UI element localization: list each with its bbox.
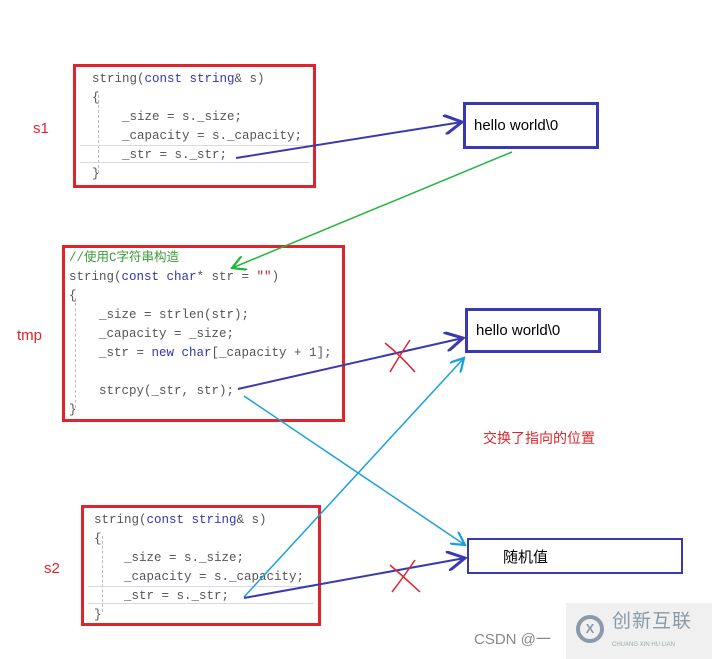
arrow-hello-to-tmp <box>232 151 513 268</box>
cross-mark-2 <box>389 559 421 593</box>
tmp-label: tmp <box>17 327 43 344</box>
s1-code: string(const string& s) { _size = s._siz… <box>92 72 303 181</box>
arrow-tmp-to-hello2 <box>237 338 463 390</box>
logo-icon: X <box>576 615 604 643</box>
cross-mark-1 <box>384 339 416 373</box>
s1-label: s1 <box>33 120 49 137</box>
s2-label: s2 <box>44 560 60 577</box>
s2-code-box: string(const string& s) { _size = s._siz… <box>81 505 321 626</box>
logo-text: 创新互联 <box>612 611 693 632</box>
s1-code-box: string(const string& s) { _size = s._siz… <box>73 64 316 188</box>
logo-subtext: CHUANG XIN HU LIAN <box>612 642 676 648</box>
watermark-panel: X 创新互联 CHUANG XIN HU LIAN <box>566 603 712 659</box>
arrow-s1-to-hello <box>235 122 462 159</box>
arrow-s2-to-hello2 <box>243 358 464 598</box>
s2-code: string(const string& s) { _size = s._siz… <box>94 513 305 622</box>
arrow-tmp-to-random <box>243 395 465 545</box>
arrow-s2-to-random <box>243 558 465 599</box>
csdn-watermark: CSDN @一 <box>474 631 551 648</box>
memory-box-2: hello world\0 <box>465 308 601 353</box>
swap-note: 交换了指向的位置 <box>483 430 595 446</box>
tmp-code: //使用C字符串构造 string(const char* str = "") … <box>69 251 332 417</box>
tmp-code-box: //使用C字符串构造 string(const char* str = "") … <box>62 245 345 422</box>
